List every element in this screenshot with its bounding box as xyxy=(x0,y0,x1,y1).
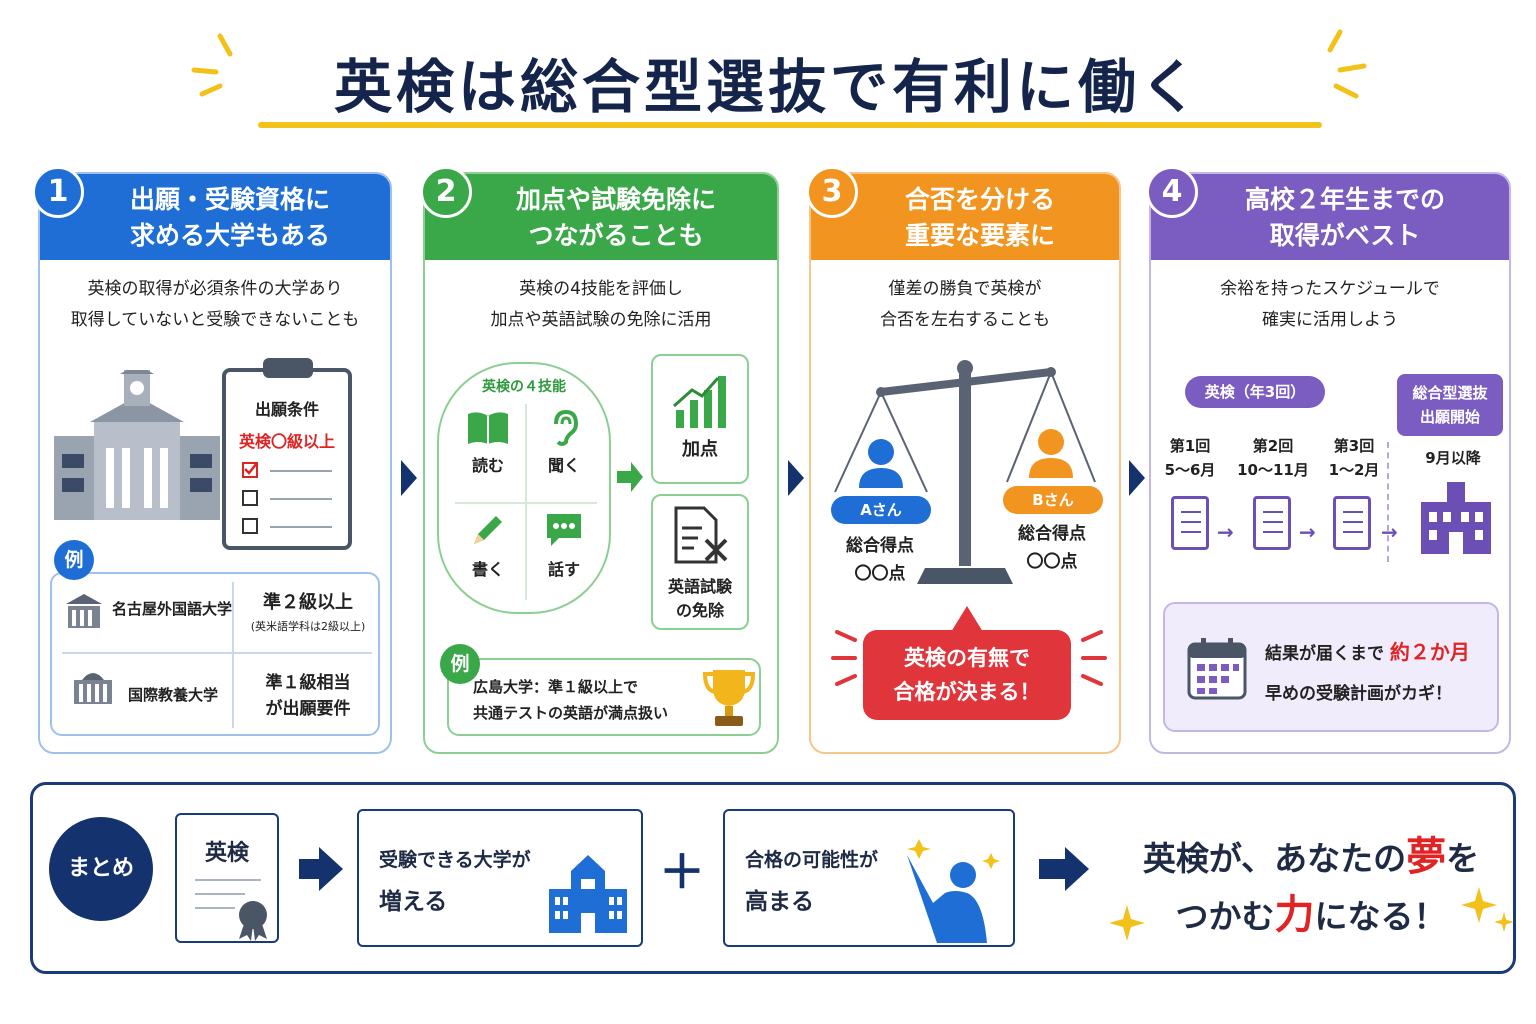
bonus-points-box: 加点 xyxy=(651,354,749,484)
calendar-icon xyxy=(1187,638,1247,700)
arrow-right-icon xyxy=(617,462,643,492)
exam-round-1: 第1回 5～6月 xyxy=(1164,437,1216,479)
checkbox-empty-icon xyxy=(242,490,258,506)
card-2-number: 2 xyxy=(420,166,472,218)
card-3-number: 3 xyxy=(806,166,858,218)
result-timing-note: 結果が届くまで 約２か月 早めの受験計画がカギ！ xyxy=(1163,602,1499,732)
card-3-decisive: 合否を分ける 重要な要素に 僅差の勝負で英検が 合否を左右することも Aさん B… xyxy=(809,172,1121,754)
chevron-right-icon xyxy=(1129,460,1145,496)
example-university-name: 名古屋外国語大学 xyxy=(112,600,233,618)
application-start-box: 総合型選抜 出願開始 xyxy=(1397,374,1503,436)
card-4-description: 余裕を持ったスケジュールで 確実に活用しよう xyxy=(1220,279,1440,330)
chevron-right-icon xyxy=(788,460,804,496)
speech-bubble-icon xyxy=(547,514,581,546)
card-2-example: 広島大学：準１級以上で 共通テストの英語が満点扱い xyxy=(447,658,761,736)
clipboard-clip xyxy=(263,358,313,378)
example-badge: 例 xyxy=(54,540,94,580)
decision-callout: 英検の有無で 合格が決まる！ xyxy=(863,630,1071,720)
more-universities-box: 受験できる大学が 増える xyxy=(357,809,643,947)
book-icon xyxy=(468,412,508,444)
exam-round-2: 第2回 10～11月 xyxy=(1237,437,1309,479)
university-building-icon xyxy=(54,370,220,520)
school-building-icon xyxy=(1421,482,1491,554)
checkbox-checked-icon xyxy=(242,462,258,478)
card-4-number: 4 xyxy=(1146,166,1198,218)
sparkle-icon xyxy=(1494,912,1514,932)
document-cross-icon xyxy=(674,506,728,564)
arrow-right-icon: → xyxy=(1217,520,1234,544)
sparkle-icon xyxy=(1109,905,1145,941)
summary-label: まとめ xyxy=(49,817,153,921)
arrow-right-icon xyxy=(319,847,343,891)
exam-schedule-pill: 英検（年3回） xyxy=(1185,376,1325,408)
card-1-description: 英検の取得が必須条件の大学あり 取得していないと受験できないことも xyxy=(70,279,360,330)
university-dome-icon xyxy=(74,673,112,704)
checkbox-empty-icon xyxy=(242,518,258,534)
example-university-name: 国際教養大学 xyxy=(128,686,219,704)
exam-exemption-box: 英語試験 の免除 xyxy=(651,494,749,630)
example-requirement: 準１級相当 が出願要件 xyxy=(265,673,351,719)
card-1-header: 出願・受験資格に 求める大学もある xyxy=(40,174,390,260)
document-icon xyxy=(1253,496,1291,550)
emphasis-lines-left-icon xyxy=(831,630,857,686)
card-2-description: 英検の4技能を評価し 加点や英語試験の免除に活用 xyxy=(490,279,712,330)
exam-round-3: 第3回 1～2月 xyxy=(1328,437,1380,479)
title-underline xyxy=(258,122,1322,128)
award-seal-icon xyxy=(239,901,267,941)
person-b-tag: Bさん xyxy=(1003,486,1103,514)
document-icon xyxy=(1333,496,1371,550)
closing-message: 英検が、あなたの夢を つかむ力になる！ xyxy=(1142,834,1480,938)
person-b-score: 総合得点 〇〇点 xyxy=(1018,524,1086,572)
arrow-right-icon: → xyxy=(1299,520,1316,544)
card-3-header: 合否を分ける 重要な要素に xyxy=(811,174,1119,260)
balance-scale-icon xyxy=(834,360,1096,584)
document-icon xyxy=(1171,496,1209,550)
person-raising-hand-icon xyxy=(907,839,1000,943)
pencil-icon xyxy=(474,516,502,544)
school-building-icon xyxy=(549,855,627,933)
example-requirement: 準２級以上 (英米語学科は2級以上) xyxy=(250,592,366,633)
skill-listening: 聞く xyxy=(529,410,599,476)
bar-chart-up-icon xyxy=(673,376,726,428)
application-start-period: 9月以降 xyxy=(1425,449,1481,467)
arrow-right-icon xyxy=(1065,847,1089,891)
trophy-icon xyxy=(702,670,756,726)
four-skills-panel: 英検の４技能 読む 聞く 書く 話す xyxy=(437,362,611,614)
card-2-bonus: 加点や試験免除に つながることも 英検の4技能を評価し 加点や英語試験の免除に活… xyxy=(423,172,779,754)
title-spark-right-icon xyxy=(1327,29,1367,99)
certificate-card: 英検 xyxy=(175,813,279,943)
card-1-examples: 名古屋外国語大学 準２級以上 (英米語学科は2級以上) 国際教養大学 準１級相当… xyxy=(50,572,380,736)
chevron-right-icon xyxy=(401,460,417,496)
university-small-icon xyxy=(66,594,102,628)
example-badge: 例 xyxy=(440,644,480,684)
skill-writing: 書く xyxy=(453,510,523,580)
person-a-tag: Aさん xyxy=(831,496,931,524)
sparkle-icon xyxy=(1461,887,1497,923)
card-4-header: 高校２年生までの 取得がベスト xyxy=(1151,174,1509,260)
skill-speaking: 話す xyxy=(529,510,599,580)
skill-reading: 読む xyxy=(453,410,523,476)
card-1-eligibility: 出願・受験資格に 求める大学もある 英検の取得が必須条件の大学あり 取得していな… xyxy=(38,172,392,754)
card-2-header: 加点や試験免除に つながることも xyxy=(425,174,777,260)
card-4-timing: 高校２年生までの 取得がベスト 余裕を持ったスケジュールで 確実に活用しよう 英… xyxy=(1149,172,1511,754)
person-a-score: 総合得点 〇〇点 xyxy=(846,536,914,584)
emphasis-lines-right-icon xyxy=(1081,630,1107,686)
card-1-number: 1 xyxy=(32,166,84,218)
higher-chance-box: 合格の可能性が 高まる xyxy=(723,809,1015,947)
ear-icon xyxy=(554,410,579,446)
summary-panel: まとめ 英検 受験できる大学が 増える ＋ 合格の可能性が 高まる xyxy=(30,782,1516,974)
title-spark-left-icon xyxy=(191,33,233,97)
arrow-right-icon: → xyxy=(1381,520,1398,544)
plus-sign: ＋ xyxy=(659,845,705,899)
application-requirements-clipboard: 出願条件 英検〇級以上 xyxy=(222,358,352,550)
card-3-description: 僅差の勝負で英検が 合否を左右することも xyxy=(880,279,1050,330)
page-title: 英検は総合型選抜で有利に働く xyxy=(333,53,1202,121)
